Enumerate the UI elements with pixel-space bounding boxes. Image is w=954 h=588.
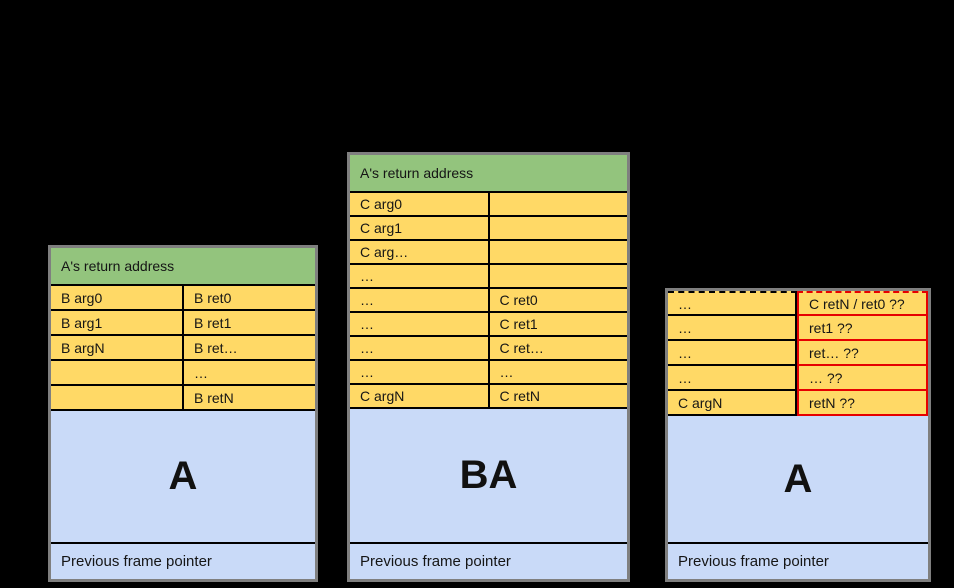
previous-frame-pointer: Previous frame pointer	[350, 544, 627, 579]
stack-cell: C ret0	[489, 289, 627, 313]
stack-cell: C argN	[350, 385, 490, 409]
stack-cell	[51, 361, 184, 386]
stack-cell: B ret…	[184, 336, 315, 361]
frame-body-label: A	[51, 411, 315, 544]
stack-cell: C arg0	[350, 193, 490, 217]
stack-cell: …	[350, 361, 490, 385]
stack-row: …C ret1	[350, 313, 627, 337]
stack-row: B retN	[51, 386, 315, 411]
stack-cell	[51, 386, 184, 411]
stack-cell: B ret1	[184, 311, 315, 336]
stack-cell: C retN / ret0 ??	[797, 291, 928, 316]
stack-row: …C retN / ret0 ??	[668, 291, 928, 316]
stack-cell	[489, 265, 627, 289]
stack-row: …C ret…	[350, 337, 627, 361]
stack-row: …	[350, 265, 627, 289]
stack-cell	[489, 193, 627, 217]
stack-cell	[489, 217, 627, 241]
stack-cell: …	[350, 289, 490, 313]
stack-row: …C ret0	[350, 289, 627, 313]
stack-cell: retN ??	[797, 391, 928, 416]
stack-frame-right: …C retN / ret0 ??…ret1 ??…ret… ??…… ??C …	[665, 288, 931, 582]
stack-cell: ret… ??	[797, 341, 928, 366]
stack-cell	[489, 241, 627, 265]
stack-cell: B ret0	[184, 286, 315, 311]
stack-row: …	[51, 361, 315, 386]
return-address-header: A's return address	[350, 155, 627, 193]
stack-cell: …	[668, 366, 797, 391]
stack-cell: B arg0	[51, 286, 184, 311]
stack-cell: …	[668, 341, 797, 366]
stack-cell: …	[184, 361, 315, 386]
stack-cell: B retN	[184, 386, 315, 411]
stack-cell: …	[668, 291, 797, 316]
stack-cell: …	[489, 361, 627, 385]
frame-body-label: BA	[350, 409, 627, 544]
stack-cell: ret1 ??	[797, 316, 928, 341]
stack-cell: C argN	[668, 391, 797, 416]
stack-row: C arg1	[350, 217, 627, 241]
stack-cell: …	[350, 265, 490, 289]
stack-row: ……	[350, 361, 627, 385]
stack-cell: …	[350, 313, 490, 337]
stack-cell: …	[350, 337, 490, 361]
stack-cell: B arg1	[51, 311, 184, 336]
stack-cell: C ret…	[489, 337, 627, 361]
stack-rows: …C retN / ret0 ??…ret1 ??…ret… ??…… ??C …	[668, 291, 928, 416]
stack-row: …ret… ??	[668, 341, 928, 366]
stack-row: …ret1 ??	[668, 316, 928, 341]
stack-row: C arg0	[350, 193, 627, 217]
stack-cell: C arg1	[350, 217, 490, 241]
stack-cell: …	[668, 316, 797, 341]
previous-frame-pointer: Previous frame pointer	[668, 544, 928, 579]
return-address-header: A's return address	[51, 248, 315, 286]
stack-cell: C ret1	[489, 313, 627, 337]
stack-cell: C arg…	[350, 241, 490, 265]
previous-frame-pointer: Previous frame pointer	[51, 544, 315, 579]
stack-cell: … ??	[797, 366, 928, 391]
stack-cell: B argN	[51, 336, 184, 361]
stack-cell: C retN	[489, 385, 627, 409]
stack-row: …… ??	[668, 366, 928, 391]
frame-body-label: A	[668, 416, 928, 544]
stack-row: C arg…	[350, 241, 627, 265]
